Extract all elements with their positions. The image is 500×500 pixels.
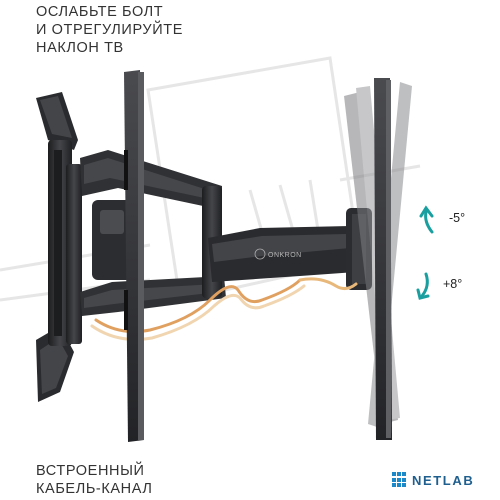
bottom-caption: Встроенный кабель-канал [36, 462, 152, 498]
top-caption-line: и отрегулируйте [36, 22, 183, 38]
tilt-arrow-down [416, 272, 430, 300]
netlab-watermark: NETLAB [392, 472, 474, 488]
tilt-down-label: +8° [443, 277, 463, 291]
tilt-up-label: -5° [449, 211, 466, 225]
top-caption-line: Ослабьте болт [36, 4, 164, 20]
wall-plate [36, 92, 82, 402]
arm-brand-label: ONKRON [268, 252, 302, 259]
bottom-caption-line: Встроенный [36, 463, 145, 479]
tv-panel [124, 70, 144, 442]
bottom-caption-line: кабель-канал [36, 481, 153, 497]
netlab-logo-icon [392, 472, 408, 488]
tilted-tv-panel [374, 78, 392, 440]
top-caption-line: наклон ТВ [36, 40, 124, 56]
top-caption: Ослабьте болт и отрегулируйте наклон ТВ [36, 3, 183, 57]
netlab-logo-text: NETLAB [412, 472, 475, 488]
tilt-arrow-up [419, 205, 434, 234]
